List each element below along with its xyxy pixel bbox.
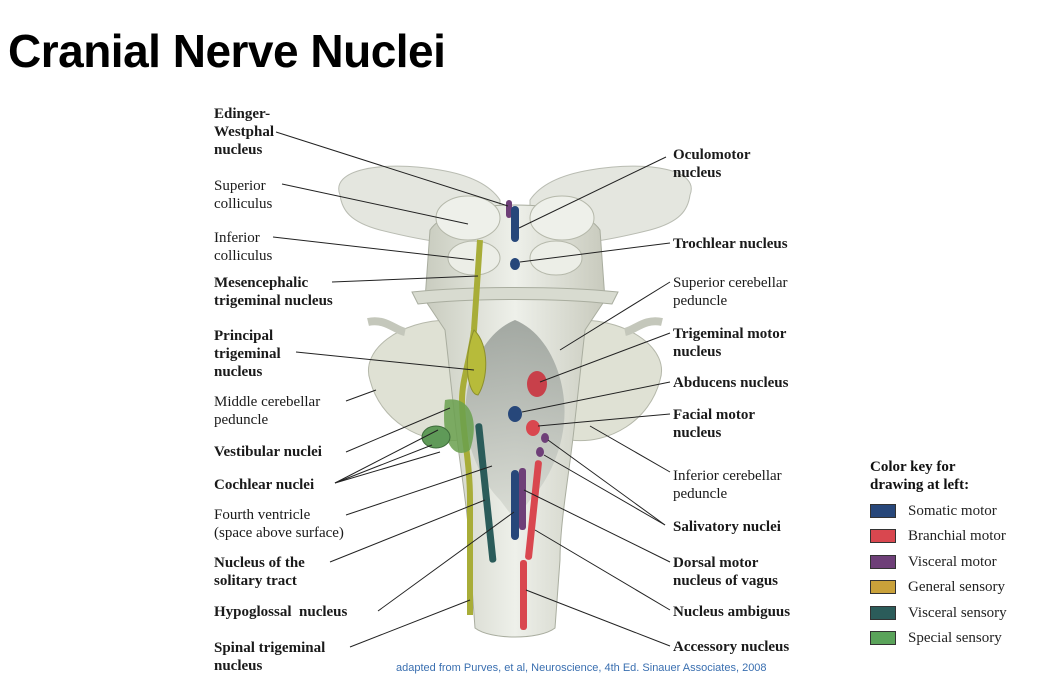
key-label: Visceral sensory: [908, 605, 1007, 621]
accessory-nucleus: [520, 560, 527, 630]
label-inferior-cerebellar-peduncle: Inferior cerebellar peduncle: [673, 468, 782, 502]
sup-colliculus-right: [529, 195, 595, 241]
sup-colliculus-left: [435, 195, 501, 241]
label-vestibular-nuclei: Vestibular nuclei: [214, 444, 322, 460]
label-abducens: Abducens nucleus: [673, 375, 789, 391]
swatch-visceral-sensory: [870, 606, 896, 620]
label-salivatory: Salivatory nuclei: [673, 519, 781, 535]
vestibular-nuclei: [444, 399, 474, 453]
key-label: General sensory: [908, 579, 1006, 595]
label-dorsal-motor-vagus: Dorsal motor nucleus of vagus: [673, 555, 779, 589]
inf-colliculus-left: [447, 240, 501, 276]
label-hypoglossal: Hypoglossal nucleus: [214, 604, 348, 620]
color-key-title: Color key for drawing at left:: [870, 459, 970, 493]
key-label: Somatic motor: [908, 503, 997, 519]
solitary-tract-nucleus: [475, 423, 497, 563]
label-trochlear: Trochlear nucleus: [673, 236, 788, 252]
label-edinger-westphal: Edinger- Westphal nucleus: [214, 106, 275, 158]
leader-lines: [272, 131, 671, 648]
trigeminal-motor-nucleus: [527, 371, 547, 397]
label-inferior-colliculus: Inferior colliculus: [214, 230, 273, 264]
source-credit: adapted from Purves, et al, Neuroscience…: [396, 662, 767, 674]
swatch-visceral-motor: [870, 555, 896, 569]
label-middle-cerebellar-peduncle: Middle cerebellar peduncle: [214, 394, 321, 428]
salivatory-nucleus-1: [541, 433, 549, 443]
label-spinal-trigeminal: Spinal trigeminal nucleus: [214, 640, 326, 674]
label-principal-trigeminal: Principal trigeminal nucleus: [214, 328, 281, 380]
label-trigeminal-motor: Trigeminal motor nucleus: [673, 326, 787, 360]
label-fourth-ventricle: Fourth ventricle (space above surface): [214, 507, 344, 541]
dorsal-motor-vagus: [519, 468, 526, 530]
label-oculomotor: Oculomotor nucleus: [673, 147, 751, 181]
page-title: Cranial Nerve Nuclei: [8, 25, 446, 77]
principal-trigeminal-nucleus: [466, 329, 487, 396]
label-facial-motor: Facial motor nucleus: [673, 407, 756, 441]
key-label: Branchial motor: [908, 528, 1006, 544]
mesencephalic-nucleus-tract: [458, 239, 483, 615]
trochlear-nucleus: [510, 258, 520, 270]
swatch-somatic-motor: [870, 504, 896, 518]
label-superior-colliculus: Superior colliculus: [214, 178, 273, 212]
label-nucleus-ambiguus: Nucleus ambiguus: [673, 604, 791, 620]
swatch-special-sensory: [870, 631, 896, 645]
label-cochlear-nuclei: Cochlear nuclei: [214, 477, 315, 493]
hypoglossal-nucleus: [511, 470, 519, 540]
key-label: Special sensory: [908, 630, 1002, 646]
swatch-general-sensory: [870, 580, 896, 594]
cochlear-nuclei: [421, 425, 451, 449]
label-solitary-tract: Nucleus of the solitary tract: [214, 555, 305, 589]
facial-motor-nucleus: [526, 420, 540, 436]
swatch-branchial-motor: [870, 529, 896, 543]
label-mesencephalic-trigeminal: Mesencephalic trigeminal nucleus: [214, 275, 333, 309]
nucleus-ambiguus: [525, 460, 542, 560]
key-label: Visceral motor: [908, 554, 997, 570]
salivatory-nucleus-2: [536, 447, 544, 457]
edinger-westphal-nucleus: [506, 200, 512, 218]
label-superior-cerebellar-peduncle: Superior cerebellar peduncle: [673, 275, 788, 309]
label-accessory: Accessory nucleus: [673, 639, 790, 655]
abducens-nucleus: [508, 406, 522, 422]
oculomotor-nucleus: [511, 206, 519, 242]
inf-colliculus-right: [529, 240, 583, 276]
